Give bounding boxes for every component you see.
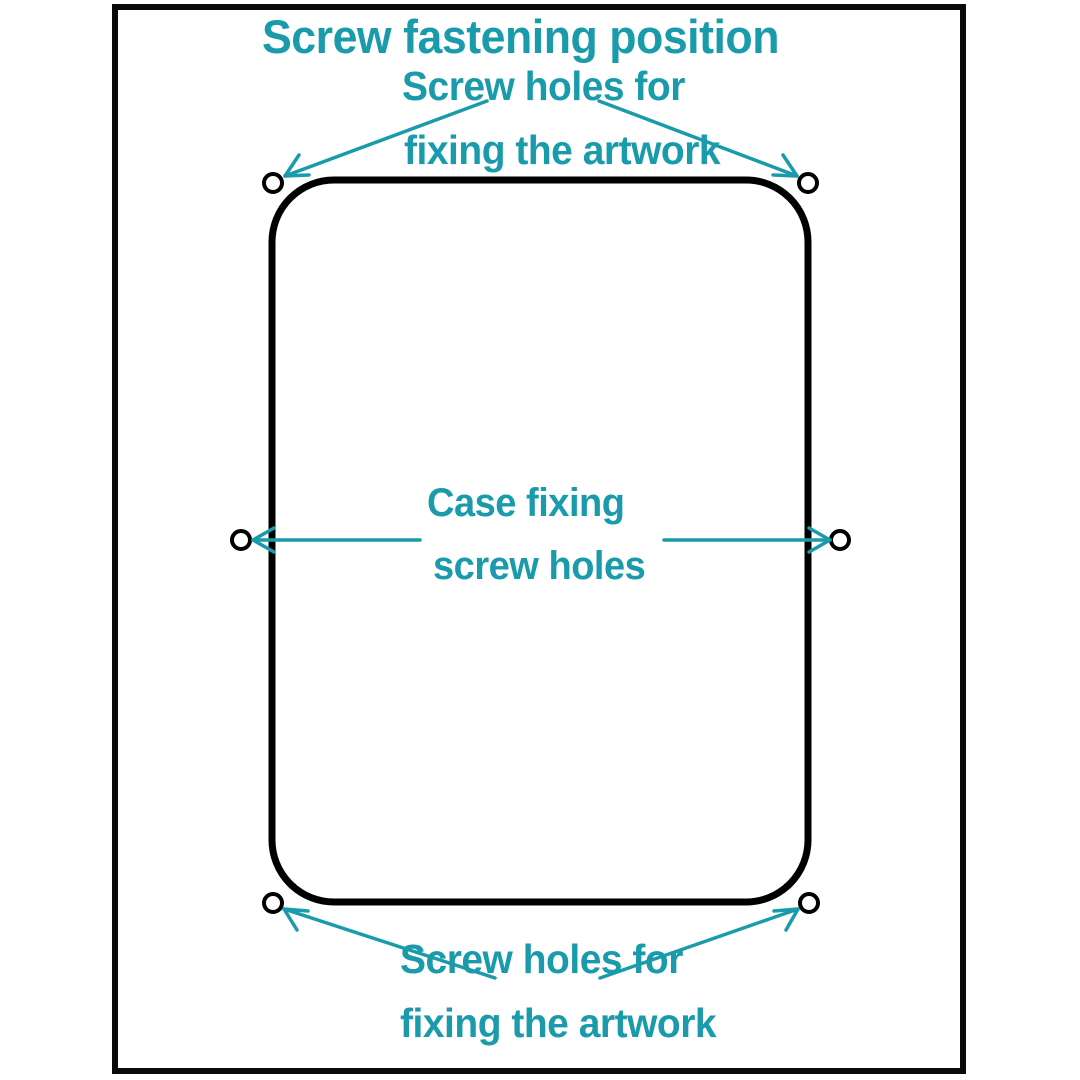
arrow-mid-left-icon [251, 526, 422, 554]
center-annotation-line-1: Case fixing [427, 481, 625, 525]
top-annotation-line-1: Screw holes for [402, 63, 685, 109]
arrow-bottom-left-icon [282, 907, 497, 980]
arrow-bottom-right-icon [598, 907, 800, 980]
hole-mid-left-icon [230, 529, 252, 551]
diagram-title: Screw fastening position [262, 10, 780, 63]
bottom-annotation-line-1: Screw holes for [400, 936, 683, 982]
hole-top-left-icon [262, 172, 284, 194]
hole-bottom-right-icon [798, 892, 820, 914]
arrow-top-left-icon [283, 99, 489, 178]
hole-top-right-icon [797, 172, 819, 194]
hole-mid-right-icon [829, 529, 851, 551]
screw-hole-group [230, 172, 851, 914]
leader-arrow-group [251, 99, 832, 980]
arrow-mid-right-icon [662, 526, 832, 554]
hole-bottom-left-icon [262, 892, 284, 914]
arrow-top-right-icon [597, 99, 799, 178]
center-annotation-line-2: screw holes [433, 544, 646, 588]
top-annotation-line-2: fixing the artwork [404, 127, 721, 173]
bottom-annotation-line-2: fixing the artwork [400, 1000, 717, 1046]
